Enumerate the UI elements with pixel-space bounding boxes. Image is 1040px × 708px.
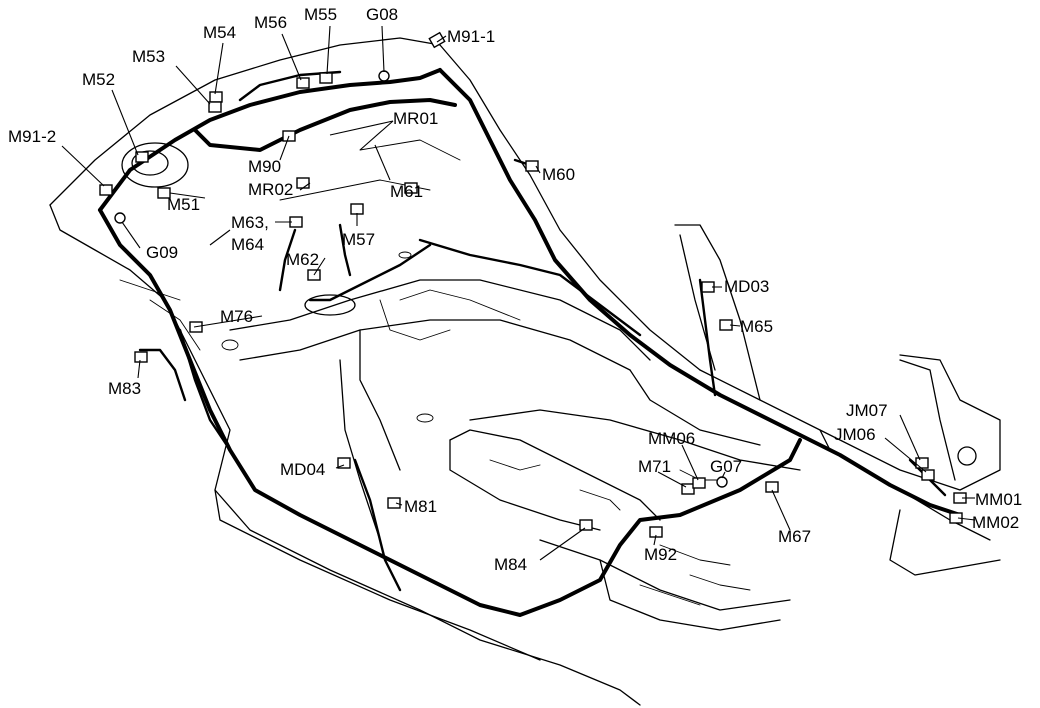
connector-jm07 — [915, 457, 929, 469]
connector-m83 — [134, 351, 148, 363]
connector-m91-1 — [428, 31, 446, 49]
label-m61: M61 — [390, 182, 423, 201]
label-m56: M56 — [254, 13, 287, 32]
label-mm06: MM06 — [648, 429, 695, 448]
label-m51: M51 — [167, 195, 200, 214]
label-m54: M54 — [203, 23, 236, 42]
label-m60: M60 — [542, 165, 575, 184]
connector-m61 — [404, 182, 418, 194]
label-mm01: MM01 — [975, 490, 1022, 509]
label-g08: G08 — [366, 5, 398, 24]
vehicle-body-outline — [49, 37, 1001, 706]
wiring-harness — [98, 68, 962, 617]
label-m62: M62 — [286, 250, 319, 269]
label-jm06: JM06 — [834, 425, 876, 444]
leader-lines — [61, 25, 976, 561]
label-md03: MD03 — [724, 277, 769, 296]
label-m55: M55 — [304, 5, 337, 24]
label-m90: M90 — [248, 157, 281, 176]
connector-mr02 — [296, 177, 310, 189]
connector-m55 — [319, 72, 333, 84]
connector-m60 — [525, 160, 539, 172]
label-m83: M83 — [108, 379, 141, 398]
label-m67: M67 — [778, 527, 811, 546]
callout-labels: M91-1 M55 G08 M56 M54 M53 M52 M91-2 MR01… — [8, 5, 1022, 574]
ground-g08 — [378, 70, 390, 82]
label-m52: M52 — [82, 70, 115, 89]
connector-m56 — [296, 77, 310, 89]
label-jm07: JM07 — [846, 401, 888, 420]
label-m71: M71 — [638, 457, 671, 476]
label-g07: G07 — [710, 457, 742, 476]
label-m91-2: M91-2 — [8, 127, 56, 146]
label-m65: M65 — [740, 317, 773, 336]
connector-m81 — [387, 497, 401, 509]
connector-md04 — [337, 457, 351, 469]
connector-m57 — [350, 203, 364, 215]
connector-mm06 — [692, 477, 706, 489]
label-m63: M63, — [231, 213, 269, 232]
label-md04: MD04 — [280, 460, 325, 479]
connector-m54 — [209, 91, 223, 103]
label-m84: M84 — [494, 555, 527, 574]
label-mr02: MR02 — [248, 180, 293, 199]
label-m57: M57 — [342, 230, 375, 249]
label-m76: M76 — [220, 307, 253, 326]
label-g09: G09 — [146, 243, 178, 262]
connector-m84 — [579, 519, 593, 531]
label-mr01: MR01 — [393, 109, 438, 128]
label-m81: M81 — [404, 497, 437, 516]
connector-m52 — [135, 151, 149, 163]
connector-m71 — [681, 483, 695, 495]
connector-m53 — [208, 101, 222, 113]
ground-g09 — [114, 212, 126, 224]
label-mm02: MM02 — [972, 513, 1019, 532]
label-m92: M92 — [644, 545, 677, 564]
connector-jm06 — [921, 469, 935, 481]
label-m64: M64 — [231, 235, 264, 254]
label-m91-1: M91-1 — [447, 27, 495, 46]
connectors — [99, 31, 967, 538]
connector-m67 — [765, 481, 779, 493]
connector-m91-2 — [99, 184, 113, 196]
ground-g07 — [716, 476, 728, 488]
label-m53: M53 — [132, 47, 165, 66]
